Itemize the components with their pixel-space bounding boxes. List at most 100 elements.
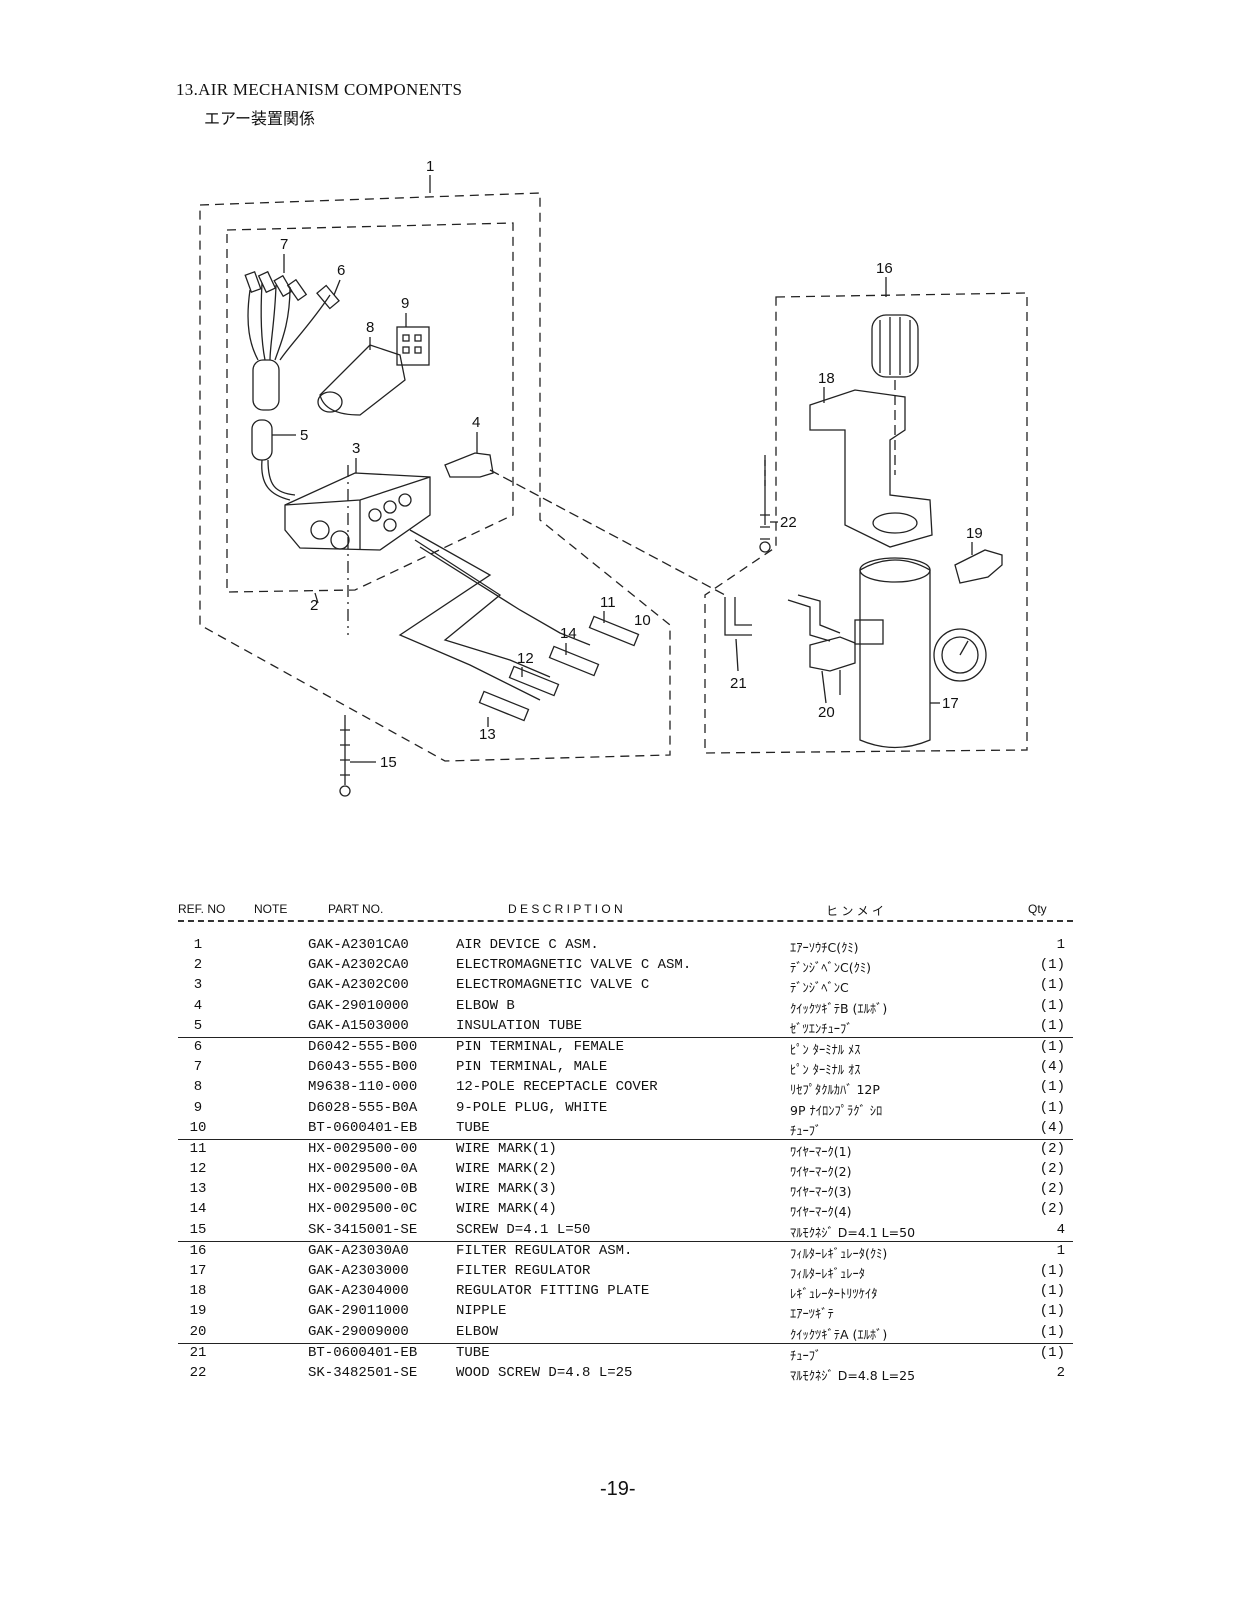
ref-no-cell: 8	[193, 1079, 203, 1096]
qty-cell: (2)	[1039, 1161, 1065, 1178]
qty-cell: (1)	[1039, 1099, 1065, 1116]
tubes-drawing	[398, 529, 640, 722]
callout-19: 19	[966, 525, 983, 542]
assembly-1-boundary	[199, 192, 671, 762]
ref-no-cell: 7	[193, 1059, 203, 1076]
description-cell: REGULATOR FITTING PLATE	[456, 1283, 650, 1300]
part-no-cell: BT-0600401-EB	[308, 1344, 418, 1361]
japanese-name-cell: ﾜｲﾔｰﾏｰｸ(3)	[790, 1184, 852, 1200]
wire-bundle-drawing	[244, 270, 340, 501]
header-japanese-name: ヒ ン メ イ	[826, 904, 885, 918]
qty-cell: (4)	[1039, 1119, 1065, 1136]
filter-regulator-drawing	[759, 314, 1003, 749]
callout-6: 6	[337, 262, 345, 279]
part-no-cell: M9638-110-000	[308, 1079, 418, 1096]
ref-no-cell: 22	[189, 1364, 207, 1381]
page-title: 13.AIR MECHANISM COMPONENTS	[176, 80, 463, 99]
plug-drawing	[396, 326, 430, 366]
description-cell: PIN TERMINAL, FEMALE	[456, 1038, 625, 1055]
description-cell: AIR DEVICE C ASM.	[456, 937, 599, 953]
ref-no-cell: 12	[189, 1161, 207, 1178]
callout-13: 13	[479, 726, 496, 743]
header-description: D E S C R I P T I O N	[508, 902, 623, 916]
callout-20: 20	[818, 704, 835, 721]
description-cell: TUBE	[456, 1119, 490, 1136]
japanese-name-cell: 9P ﾅｲﾛﾝﾌﾟﾗｸﾞ ｼﾛ	[790, 1102, 883, 1118]
japanese-name-cell: ﾁｭｰﾌﾞ	[790, 1347, 822, 1363]
japanese-name-cell: ﾏﾙﾓｸﾈｼﾞ D=4.1 L=50	[790, 1224, 916, 1240]
description-cell: WOOD SCREW D=4.8 L=25	[456, 1364, 633, 1381]
qty-cell: (1)	[1039, 997, 1065, 1014]
ref-no-cell: 17	[189, 1263, 207, 1279]
japanese-name-cell: ﾁｭｰﾌﾞ	[790, 1122, 822, 1138]
part-no-cell: SK-3482501-SE	[308, 1364, 418, 1381]
japanese-name-cell: ﾋﾟﾝ ﾀｰﾐﾅﾙ ﾒｽ	[790, 1041, 861, 1057]
callout-17: 17	[942, 695, 959, 712]
header-qty: Qty	[1028, 902, 1047, 916]
ref-no-cell: 5	[193, 1017, 203, 1034]
description-cell: INSULATION TUBE	[456, 1017, 583, 1034]
ref-no-cell: 4	[193, 997, 203, 1014]
japanese-name-cell: ﾘｾﾌﾟﾀｸﾙｶﾊﾞ 12P	[790, 1082, 880, 1098]
description-cell: FILTER REGULATOR ASM.	[456, 1242, 633, 1259]
assembly-16-boundary	[704, 292, 1028, 754]
part-no-cell: GAK-29009000	[308, 1323, 409, 1340]
qty-cell: (1)	[1039, 1017, 1065, 1034]
exploded-parts-diagram: 1 2 3 4 5 6 7 8 9 10 11 12 13 14	[190, 155, 1070, 815]
part-no-cell: HX-0029500-00	[308, 1140, 418, 1157]
japanese-name-cell: ﾜｲﾔｰﾏｰｸ(2)	[790, 1164, 852, 1180]
japanese-name-cell: ﾌｨﾙﾀｰﾚｷﾞｭﾚｰﾀ	[790, 1266, 866, 1281]
page-subtitle-japanese: エアー装置関係	[204, 111, 316, 128]
part-no-cell: D6042-555-B00	[308, 1038, 418, 1055]
description-cell: WIRE MARK(2)	[456, 1161, 557, 1178]
description-cell: 9-POLE PLUG, WHITE	[456, 1099, 608, 1116]
part-no-cell: GAK-A1503000	[308, 1017, 409, 1034]
part-no-cell: GAK-29010000	[308, 997, 409, 1014]
description-cell: ELECTROMAGNETIC VALVE C	[456, 977, 650, 994]
part-no-cell: HX-0029500-0B	[308, 1181, 418, 1198]
callout-22: 22	[780, 514, 797, 531]
qty-cell: (1)	[1039, 1038, 1065, 1055]
description-cell: WIRE MARK(3)	[456, 1181, 557, 1198]
description-cell: WIRE MARK(4)	[456, 1201, 557, 1218]
part-no-cell: GAK-A2303000	[308, 1263, 409, 1279]
valve-drawing	[284, 465, 431, 635]
part-no-cell: GAK-A2302CA0	[308, 957, 409, 974]
japanese-name-cell: ﾌｨﾙﾀｰﾚｷﾞｭﾚｰﾀ(ｸﾐ)	[790, 1245, 888, 1261]
qty-cell: 4	[1056, 1221, 1065, 1238]
callout-8: 8	[366, 319, 374, 336]
callout-7: 7	[280, 236, 288, 253]
part-no-cell: D6028-555-B0A	[308, 1099, 418, 1116]
callout-1: 1	[426, 158, 434, 175]
callout-16: 16	[876, 260, 893, 277]
japanese-name-cell: ｴｱｰﾂｷﾞﾃ	[790, 1306, 834, 1322]
part-no-cell: HX-0029500-0C	[308, 1201, 418, 1218]
part-no-cell: GAK-A23030A0	[308, 1242, 409, 1259]
callout-2: 2	[310, 597, 318, 614]
tube-and-elbow-drawing	[724, 594, 856, 695]
part-no-cell: HX-0029500-0A	[308, 1161, 418, 1178]
parts-table-header: REF. NO NOTE PART NO. D E S C R I P T I …	[178, 898, 1073, 922]
callout-14: 14	[560, 625, 577, 642]
japanese-name-cell: ﾃﾞﾝｼﾞﾍﾞﾝC(ｸﾐ)	[790, 960, 871, 976]
qty-cell: (4)	[1039, 1059, 1065, 1076]
description-cell: NIPPLE	[456, 1303, 507, 1320]
ref-no-cell: 10	[189, 1119, 207, 1136]
qty-cell: (1)	[1039, 1303, 1065, 1320]
ref-no-cell: 6	[193, 1038, 203, 1055]
description-cell: ELBOW B	[456, 997, 515, 1014]
part-no-cell: GAK-A2301CA0	[308, 937, 409, 953]
